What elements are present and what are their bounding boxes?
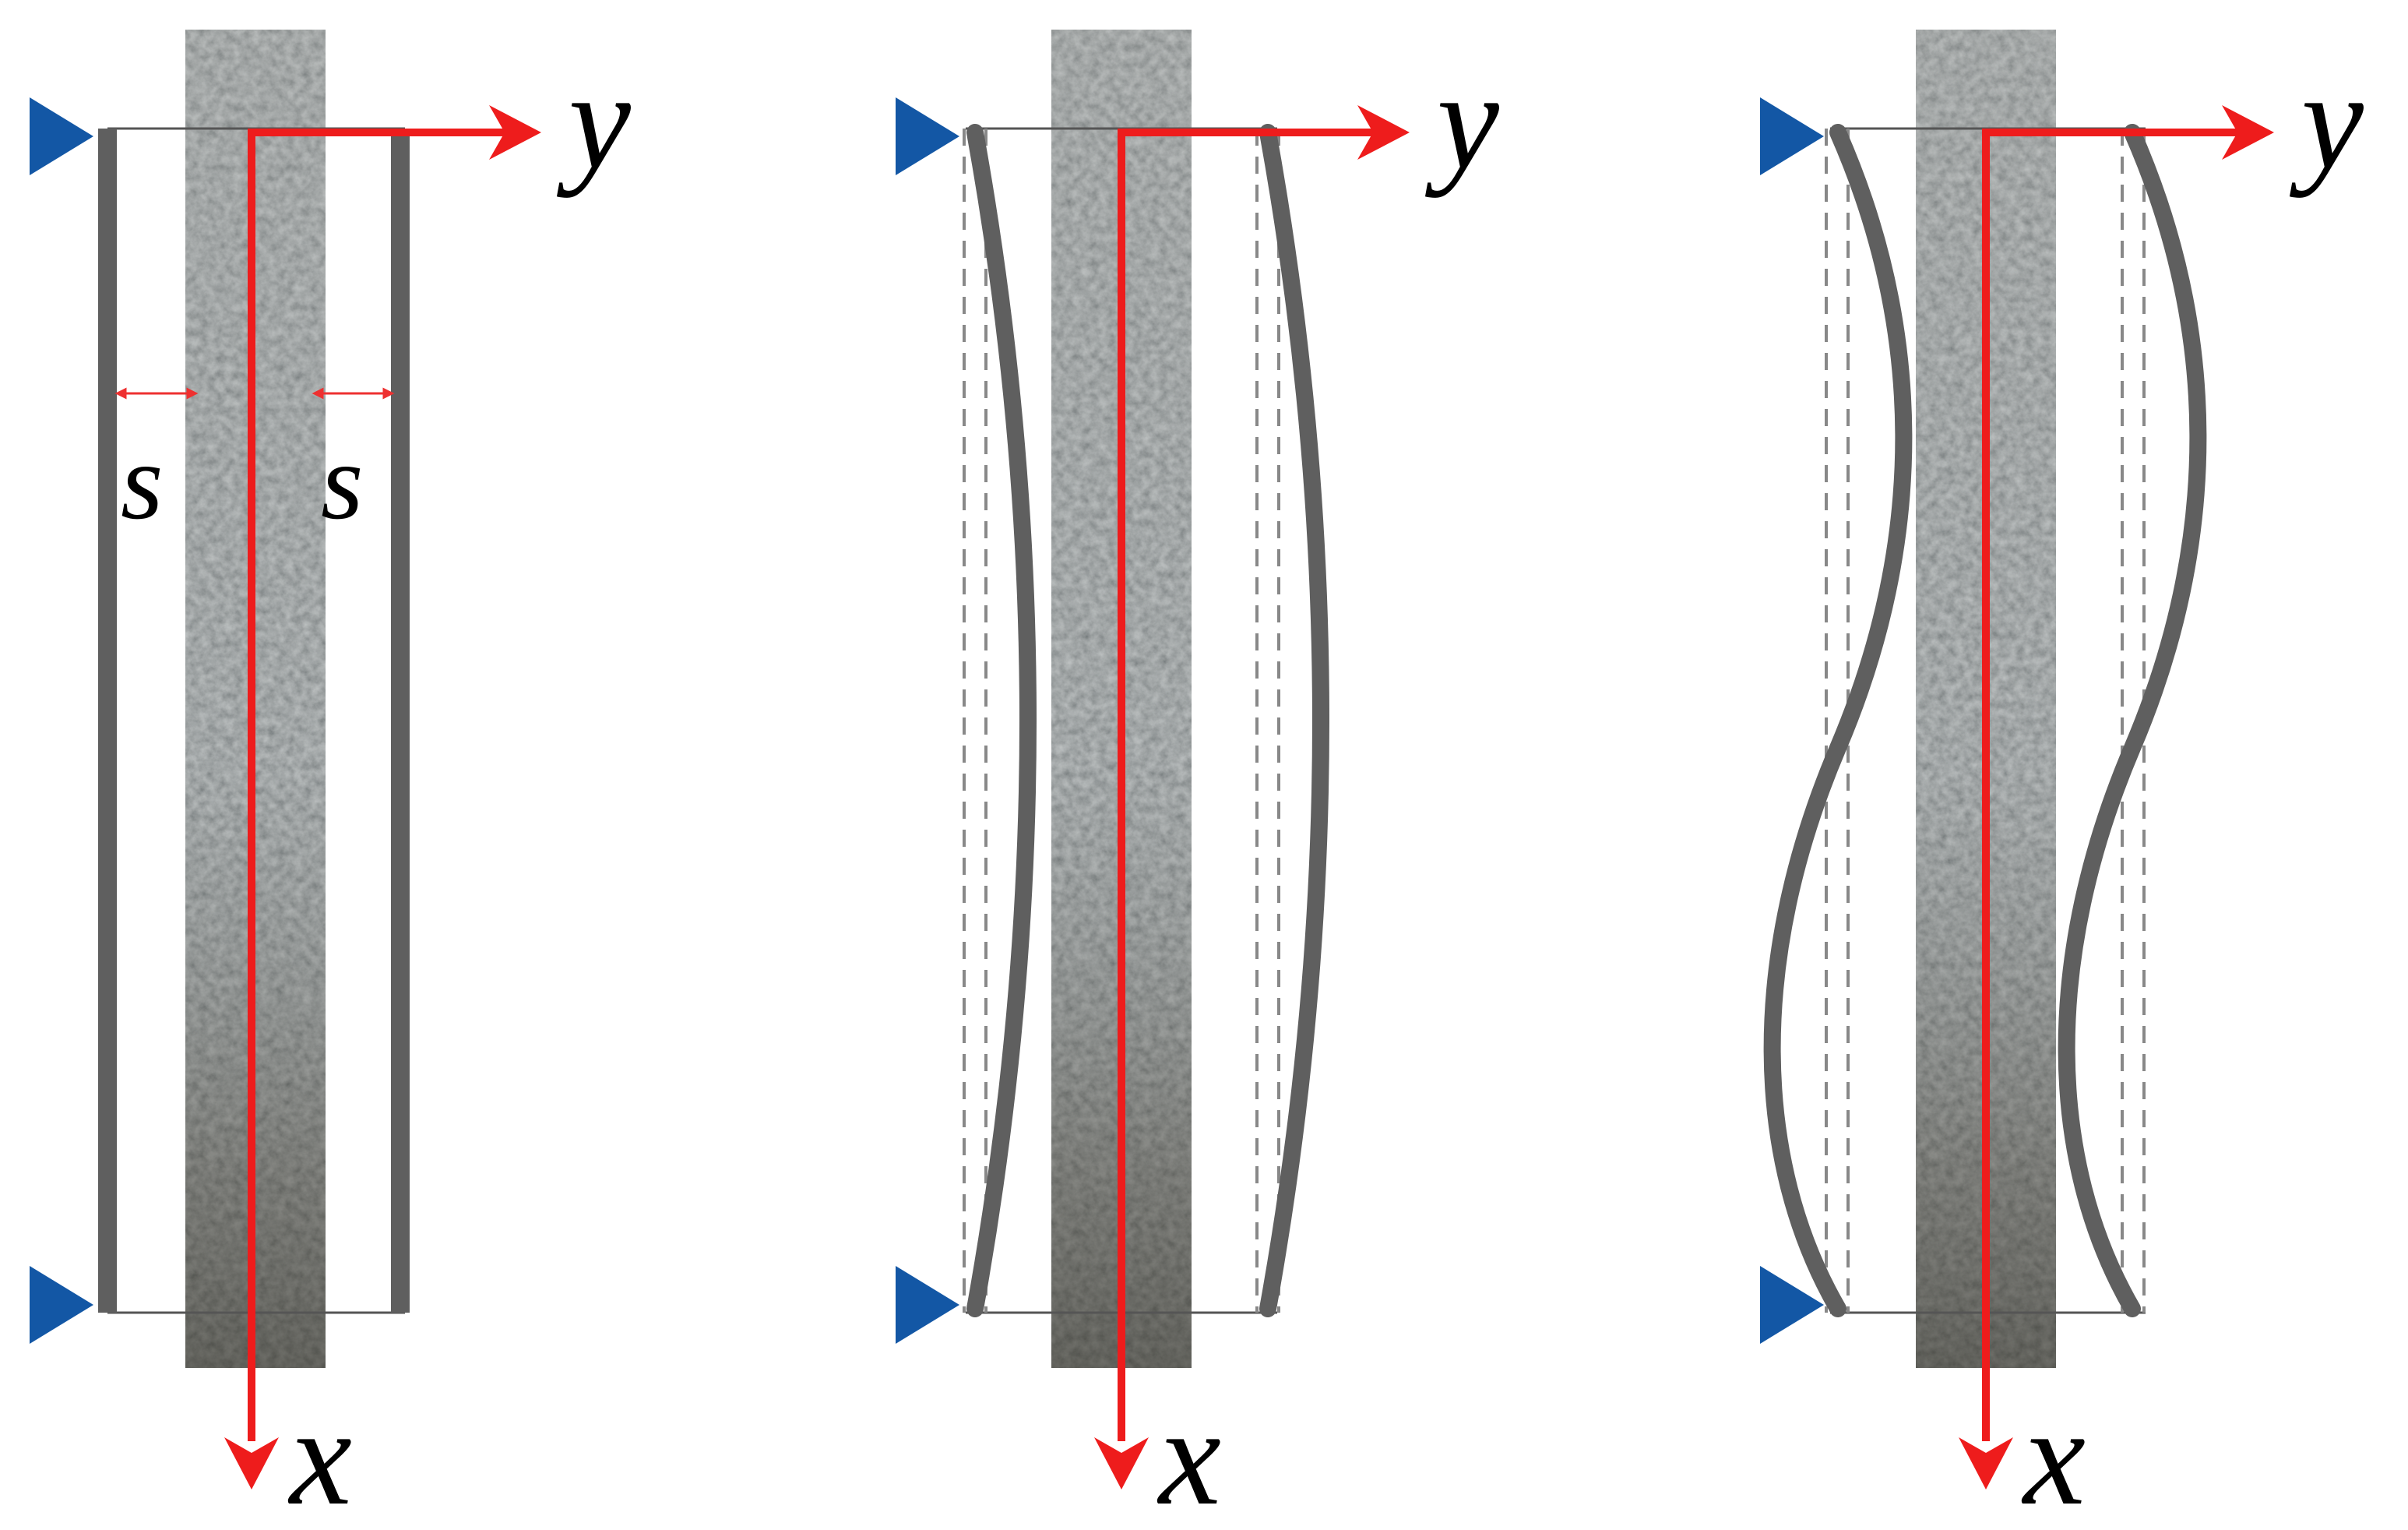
support-triangle-bottom-2: [896, 1266, 959, 1344]
bar-left-bent-2: [966, 124, 1037, 1317]
x-axis-label-1: x: [287, 1379, 352, 1530]
y-axis-1: [248, 129, 514, 1441]
dashed-reference-right-2: [1255, 129, 1280, 1313]
dashed-reference-left-2: [963, 129, 987, 1313]
y-axis-3: [1982, 129, 2247, 1441]
y-axis-label-3: y: [2289, 43, 2364, 198]
y-axis-label-1: y: [556, 43, 631, 198]
panel-1: s s y x: [30, 30, 631, 1530]
y-axis-label-2: y: [1424, 43, 1499, 198]
y-axis-arrowhead-3: [2222, 105, 2274, 160]
bar-left-bent-3: [1763, 124, 1913, 1317]
gap-label-right: s: [321, 421, 363, 542]
y-axis-arrowhead-1: [489, 105, 541, 160]
y-axis-2: [1118, 129, 1382, 1441]
x-axis-arrowhead-2: [1094, 1437, 1149, 1489]
support-triangle-bottom-1: [30, 1266, 93, 1344]
support-triangle-top-3: [1760, 97, 1824, 175]
support-triangle-bottom-3: [1760, 1266, 1824, 1344]
bar-right-bent-2: [1259, 124, 1329, 1317]
support-triangle-top-2: [896, 97, 959, 175]
y-axis-arrowhead-2: [1357, 105, 1410, 160]
x-axis-label-3: x: [2021, 1379, 2086, 1530]
support-triangle-top-1: [30, 97, 93, 175]
x-axis-label-2: x: [1156, 1379, 1221, 1530]
x-axis-arrowhead-1: [224, 1437, 279, 1489]
bar-right-bent-3: [2058, 124, 2207, 1317]
gap-label-left: s: [121, 421, 163, 542]
x-axis-arrowhead-3: [1959, 1437, 2013, 1489]
panel-2: y x: [896, 30, 1499, 1530]
panel-3: y x: [1760, 30, 2364, 1530]
